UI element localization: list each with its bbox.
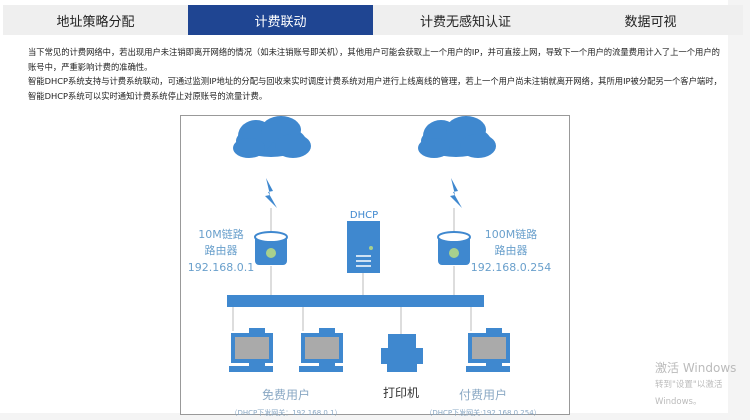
computer-icon: [299, 328, 343, 372]
router-left-ip: 192.168.0.1: [188, 261, 254, 274]
router-right-name: 路由器: [495, 243, 528, 257]
watermark-subtitle: 转到"设置"以激活 Windows。: [655, 380, 723, 407]
paragraph: 当下常见的计费网络中，若出现用户未注销即离开网络的情况（如未注销账号即关机），其…: [28, 47, 720, 72]
network-diagram: DHCP 10M链路 路由器 192.168.0.1 100M链路 路由器 19…: [180, 115, 570, 417]
paragraph: 智能DHCP系统支持与计费系统联动，可通过监测IP地址的分配与回收来实时调度计费…: [28, 76, 722, 101]
free-users-label: 免费用户: [262, 387, 310, 402]
tab-billing-linkage[interactable]: 计费联动: [188, 5, 373, 35]
tab-bar: 地址策略分配 计费联动 计费无感知认证 数据可视: [3, 5, 743, 35]
router-right-ip: 192.168.0.254: [471, 261, 551, 274]
tab-data-visual[interactable]: 数据可视: [624, 14, 677, 30]
tab-billing-seamless-auth[interactable]: 计费无感知认证: [419, 14, 511, 30]
cloud-icon: [418, 116, 496, 158]
printer-label: 打印机: [383, 386, 419, 400]
computer-icon: [229, 328, 273, 372]
windows-activation-watermark: 激活 Windows 转到"设置"以激活 Windows。: [655, 360, 750, 411]
free-gateway-label: （DHCP下发网关：192.168.0.1）: [230, 408, 341, 416]
lightning-icon: [265, 178, 277, 208]
router-icon: [437, 231, 471, 265]
cloud-icon: [233, 116, 311, 158]
tab-address-policy[interactable]: 地址策略分配: [56, 14, 135, 30]
lightning-icon: [450, 178, 462, 208]
server-icon: [347, 221, 380, 273]
router-icon: [254, 231, 288, 265]
router-right-link: 100M链路: [485, 227, 538, 241]
paid-gateway-label: （DHCP下发网关:192.168.0.254）: [425, 408, 540, 416]
watermark-title: 激活 Windows: [655, 361, 737, 375]
router-left-name: 路由器: [205, 243, 238, 257]
dhcp-label: DHCP: [350, 210, 378, 221]
network-bus: [227, 295, 484, 307]
paid-users-label: 付费用户: [459, 387, 507, 402]
connector-lines: [232, 208, 472, 334]
printer-icon: [381, 334, 423, 372]
description: 当下常见的计费网络中，若出现用户未注销即离开网络的情况（如未注销账号即关机），其…: [28, 45, 728, 103]
computer-icon: [466, 328, 510, 372]
router-left-link: 10M链路: [198, 227, 244, 241]
